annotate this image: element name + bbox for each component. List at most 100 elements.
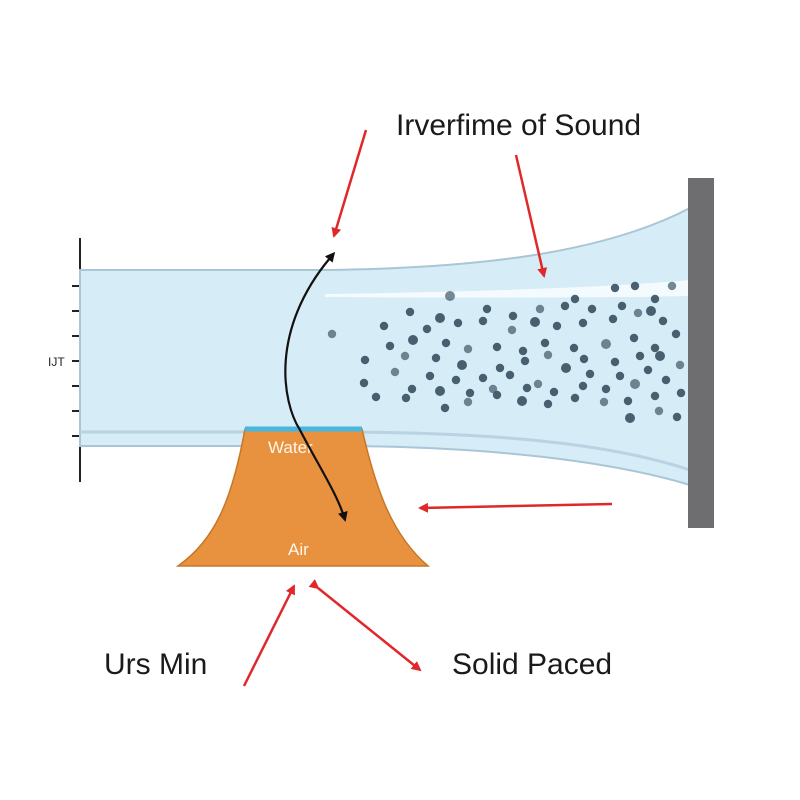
particle-dot <box>405 307 415 317</box>
particle-dot <box>601 339 611 349</box>
air-label: Air <box>288 540 309 559</box>
particle-dot <box>465 388 475 398</box>
particle-dot <box>650 294 660 304</box>
particle-dot <box>371 392 381 402</box>
particle-dot <box>495 363 505 373</box>
particle-dot <box>379 321 389 331</box>
arrow-top-right <box>514 154 548 278</box>
particle-dot <box>517 396 527 406</box>
particle-dot <box>327 329 337 339</box>
particle-dot <box>522 383 532 393</box>
particle-dot <box>671 329 681 339</box>
particle-dot <box>676 388 686 398</box>
particle-dot <box>570 294 580 304</box>
particle-dot <box>505 370 515 380</box>
particle-dot <box>360 355 370 365</box>
particle-dot <box>667 281 677 291</box>
particle-dot <box>463 344 473 354</box>
arrow-right-horizontal <box>418 502 613 513</box>
title-label: Irverfime of Sound <box>396 109 641 142</box>
particle-dot <box>543 399 553 409</box>
particle-dot <box>492 390 502 400</box>
particle-dot <box>440 403 450 413</box>
particle-dot <box>478 373 488 383</box>
particle-dot <box>457 360 467 370</box>
particle-dot <box>540 338 550 348</box>
particle-dot <box>507 325 517 335</box>
mound: Water Air <box>175 426 431 567</box>
particle-dot <box>533 379 543 389</box>
particle-dot <box>585 369 595 379</box>
particle-dot <box>385 341 395 351</box>
particle-dot <box>661 375 671 385</box>
particle-dot <box>646 306 656 316</box>
particle-dot <box>478 316 488 326</box>
particle-dot <box>422 324 432 334</box>
particle-dot <box>488 384 498 394</box>
particle-cluster <box>327 281 686 423</box>
arrow-bottom-left <box>242 584 296 687</box>
bottom-left-label: Urs Min <box>104 648 207 681</box>
particle-dot <box>643 365 653 375</box>
particle-dot <box>608 314 618 324</box>
particle-dot <box>599 397 609 407</box>
particle-dot <box>400 351 410 361</box>
particle-dot <box>655 351 665 361</box>
particle-dot <box>451 375 461 385</box>
particle-dot <box>535 304 545 314</box>
particle-dot <box>390 367 400 377</box>
particle-dot <box>530 317 540 327</box>
particle-dot <box>407 384 417 394</box>
side-axis: IJT <box>48 238 81 482</box>
particle-dot <box>560 301 570 311</box>
particle-dot <box>610 283 620 293</box>
axis-label: IJT <box>48 355 65 369</box>
particle-dot <box>630 379 640 389</box>
particle-dot <box>610 357 620 367</box>
particle-dot <box>654 406 664 416</box>
particle-dot <box>570 393 580 403</box>
particle-dot <box>625 413 635 423</box>
particle-dot <box>630 281 640 291</box>
particle-dot <box>601 384 611 394</box>
particle-dot <box>629 333 639 343</box>
particle-dot <box>441 338 451 348</box>
solid-wall <box>688 178 714 528</box>
particle-dot <box>561 363 571 373</box>
particle-dot <box>658 316 668 326</box>
particle-dot <box>672 412 682 422</box>
particle-dot <box>518 346 528 356</box>
particle-dot <box>650 343 660 353</box>
particle-dot <box>408 335 418 345</box>
particle-dot <box>435 313 445 323</box>
particle-dot <box>482 304 492 314</box>
arrow-bottom-right <box>308 579 422 672</box>
water-channel <box>79 206 691 487</box>
particle-dot <box>463 397 473 407</box>
arrow-top-left <box>331 129 368 238</box>
particle-dot <box>633 308 643 318</box>
particle-dot <box>587 304 597 314</box>
particle-dot <box>650 391 660 401</box>
particle-dot <box>401 393 411 403</box>
particle-dot <box>635 351 645 361</box>
particle-dot <box>431 353 441 363</box>
particle-dot <box>435 386 445 396</box>
sound-path-arrow <box>284 251 348 522</box>
particle-dot <box>675 360 685 370</box>
particle-dot <box>578 381 588 391</box>
particle-dot <box>552 321 562 331</box>
particle-dot <box>617 301 627 311</box>
particle-dot <box>425 371 435 381</box>
particle-dot <box>508 311 518 321</box>
particle-dot <box>492 342 502 352</box>
particle-dot <box>359 378 369 388</box>
particle-dot <box>579 354 589 364</box>
particle-dot <box>520 356 530 366</box>
particle-dot <box>445 291 455 301</box>
particle-dot <box>543 350 553 360</box>
particle-dot <box>549 387 559 397</box>
particle-dot <box>623 396 633 406</box>
